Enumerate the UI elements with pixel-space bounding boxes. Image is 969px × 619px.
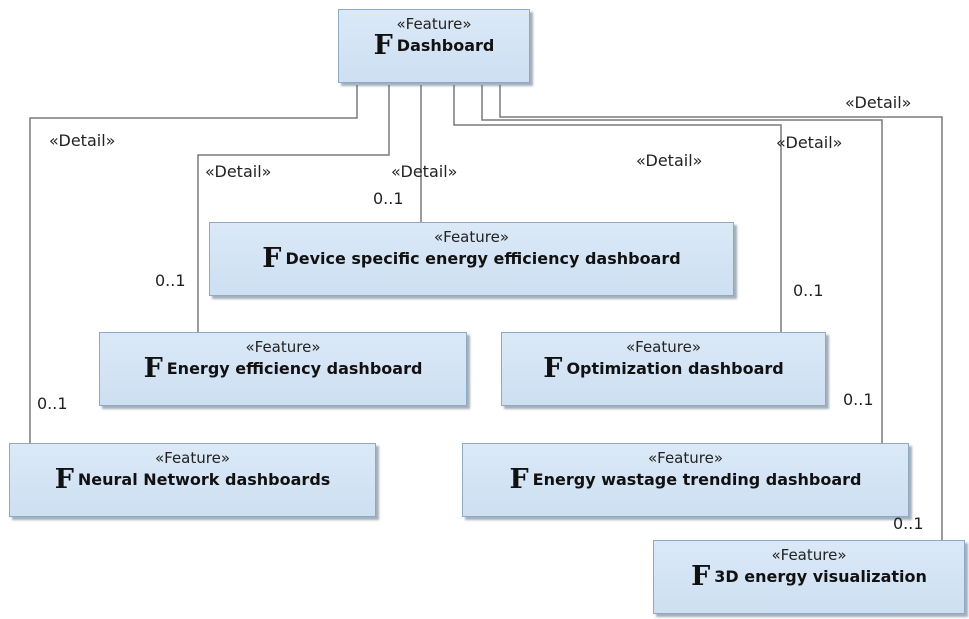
multiplicity-neural: 0..1 bbox=[37, 394, 68, 413]
stereotype-label: «Feature» bbox=[154, 449, 231, 467]
stereotype-label: «Feature» bbox=[245, 338, 321, 356]
stereotype-label: «Feature» bbox=[433, 228, 510, 246]
feature-name: Energy wastage trending dashboard bbox=[532, 470, 862, 489]
connector-optim bbox=[453, 85, 782, 332]
detail-label-optim: «Detail» bbox=[636, 151, 703, 170]
feature-icon: F bbox=[54, 467, 74, 493]
connector-neural bbox=[29, 85, 358, 443]
feature-icon: F bbox=[691, 564, 711, 590]
feature-name: 3D energy visualization bbox=[714, 567, 927, 586]
feature-name: Neural Network dashboards bbox=[77, 470, 331, 489]
feature-icon: F bbox=[543, 356, 563, 382]
feature-icon: F bbox=[373, 33, 393, 59]
multiplicity-optim: 0..1 bbox=[793, 281, 824, 300]
feature-name: Device specific energy efficiency dashbo… bbox=[285, 249, 681, 268]
feature-icon: F bbox=[262, 246, 282, 272]
detail-label-3dviz: «Detail» bbox=[845, 93, 912, 112]
stereotype-label: «Feature» bbox=[771, 546, 847, 564]
connector-energy bbox=[197, 85, 390, 332]
detail-label-device: «Detail» bbox=[391, 162, 458, 181]
connector-3dviz bbox=[499, 85, 943, 540]
feature-name: Optimization dashboard bbox=[566, 359, 784, 378]
multiplicity-wastage: 0..1 bbox=[843, 390, 874, 409]
stereotype-label: «Feature» bbox=[625, 338, 702, 356]
detail-label-energy: «Detail» bbox=[205, 162, 272, 181]
stereotype-label: «Feature» bbox=[647, 449, 724, 467]
feature-name: Energy efficiency dashboard bbox=[166, 359, 423, 378]
detail-label-wastage: «Detail» bbox=[776, 133, 843, 152]
feature-icon: F bbox=[509, 467, 529, 493]
multiplicity-energy: 0..1 bbox=[155, 271, 186, 290]
multiplicity-device: 0..1 bbox=[373, 189, 404, 208]
multiplicity-3dviz: 0..1 bbox=[893, 514, 924, 533]
detail-label-neural: «Detail» bbox=[49, 131, 116, 150]
feature-icon: F bbox=[143, 356, 163, 382]
connector-wastage bbox=[481, 85, 883, 443]
feature-name: Dashboard bbox=[396, 36, 495, 55]
stereotype-label: «Feature» bbox=[396, 15, 472, 33]
